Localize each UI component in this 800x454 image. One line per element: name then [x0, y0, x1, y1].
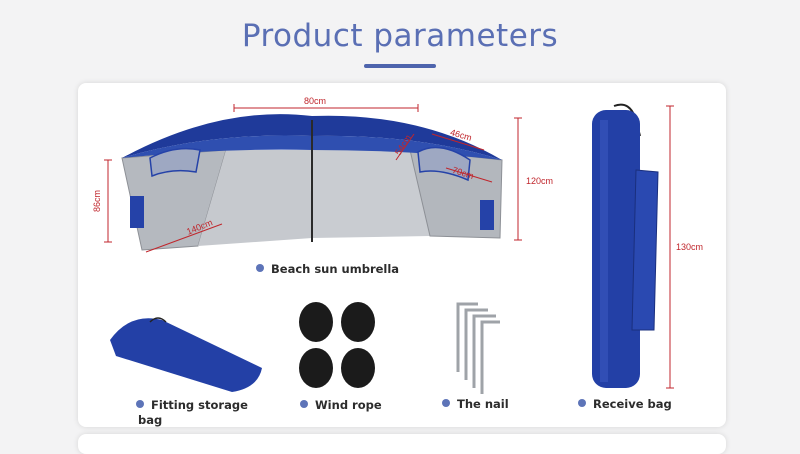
dimension-left-height: 86cm [92, 189, 103, 213]
bullet-dot [300, 400, 308, 408]
dimension-bag-length: 130cm [676, 242, 704, 252]
bullet-dot [442, 399, 450, 407]
storage-bag-illustration [110, 317, 262, 392]
dimension-height: 120cm [526, 176, 554, 186]
dimension-top-width: 80cm [304, 96, 327, 106]
page-title: Product parameters [241, 18, 559, 54]
bullet-dot [136, 400, 144, 408]
receive-bag-illustration [592, 103, 674, 389]
umbrella-illustration [104, 104, 522, 253]
nail-illustration [456, 302, 500, 394]
next-card-edge [78, 434, 726, 454]
bullet-dot [256, 264, 264, 272]
caption-receive-bag: Receive bag [578, 397, 672, 412]
wind-rope-illustration [299, 302, 375, 388]
bullet-dot [578, 399, 586, 407]
caption-umbrella: Beach sun umbrella [256, 262, 399, 277]
title-underline [364, 64, 436, 68]
caption-wind-rope: Wind rope [300, 398, 382, 413]
caption-nail: The nail [442, 397, 509, 412]
